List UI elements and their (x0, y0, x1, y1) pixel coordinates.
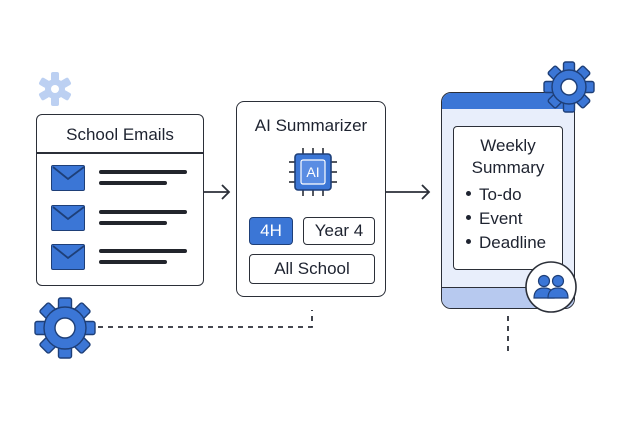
school-emails-panel: School Emails (36, 114, 204, 286)
tag-4h[interactable]: 4H (249, 217, 293, 245)
email-line (99, 210, 187, 214)
bullet (466, 215, 471, 221)
panel-divider (37, 152, 203, 154)
weekly-summary-title-line1: Weekly (480, 136, 536, 155)
summary-item-todo: To-do (466, 185, 522, 205)
ai-summarizer-title: AI Summarizer (254, 116, 368, 135)
ai-chip-icon (289, 148, 337, 196)
email-line (99, 181, 167, 185)
email-item[interactable] (51, 244, 211, 272)
dashed-connector-left (98, 310, 313, 328)
email-line (99, 249, 187, 253)
email-item[interactable] (51, 165, 211, 193)
mail-icon (51, 165, 85, 191)
phone-screen: Weekly Summary To-do Event Deadline (453, 126, 563, 270)
tag-year-4[interactable]: Year 4 (303, 217, 375, 245)
mail-icon (51, 205, 85, 231)
bullet (466, 191, 471, 197)
all-school-button[interactable]: All School (249, 254, 375, 284)
ai-summarizer-panel: AI Summarizer AI 4H Year 4 All School (236, 101, 386, 297)
phone-status-bar (442, 93, 574, 109)
people-icon[interactable] (524, 260, 578, 314)
phone-weekly-summary: Weekly Summary To-do Event Deadline (441, 92, 575, 309)
mail-icon (51, 244, 85, 270)
summary-item-label: Event (479, 209, 523, 228)
summary-item-deadline: Deadline (466, 233, 546, 253)
email-line (99, 170, 187, 174)
weekly-summary-title-line2: Summary (471, 158, 545, 177)
bullet (466, 239, 471, 245)
school-emails-title: School Emails (66, 125, 174, 144)
summary-item-event: Event (466, 209, 522, 229)
summary-item-label: To-do (479, 185, 522, 204)
ai-chip-label: AI (306, 164, 320, 180)
summary-item-label: Deadline (479, 233, 547, 252)
email-line (99, 260, 167, 264)
email-item[interactable] (51, 205, 211, 233)
email-line (99, 221, 167, 225)
